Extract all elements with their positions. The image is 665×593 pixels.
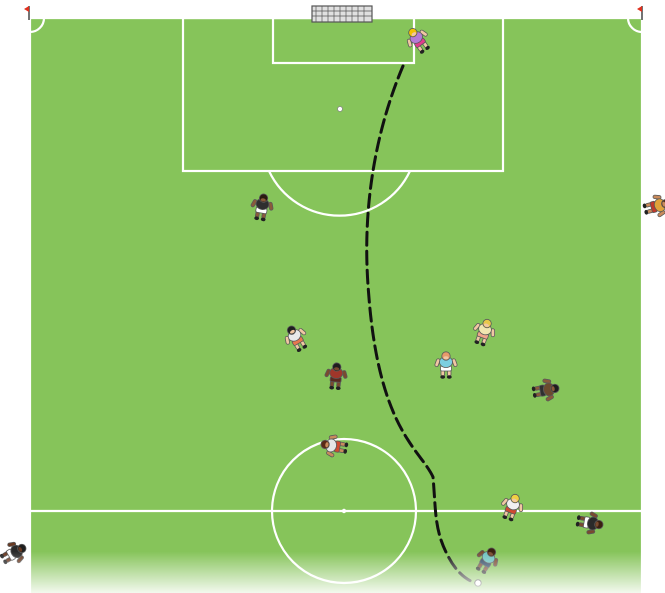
bottom-fade	[0, 0, 665, 593]
football-pitch-diagram	[0, 0, 665, 593]
